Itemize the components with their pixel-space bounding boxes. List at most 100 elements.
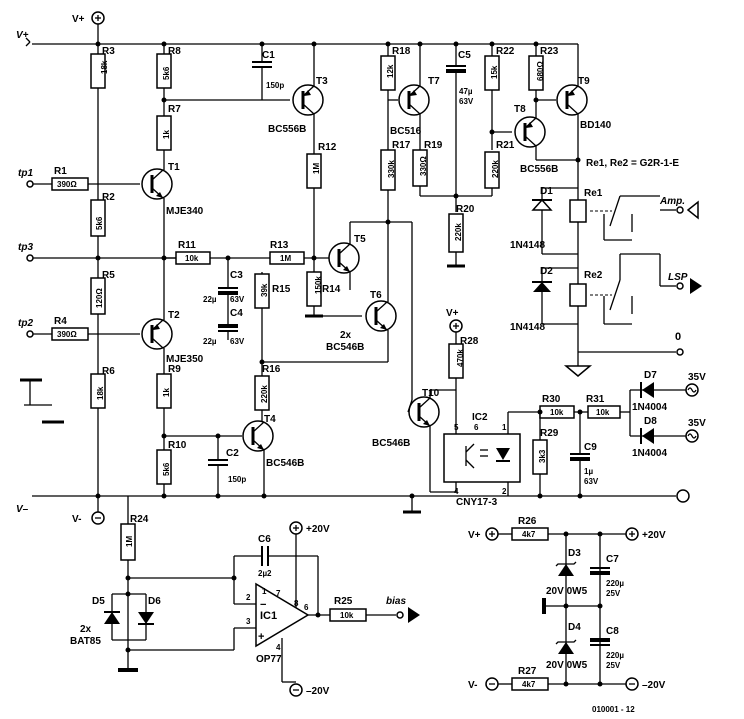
- bias-output[interactable]: bias: [366, 596, 420, 623]
- svg-text:18k: 18k: [100, 60, 109, 74]
- svg-text:10k: 10k: [596, 408, 610, 417]
- svg-text:2x: 2x: [340, 330, 352, 341]
- svg-text:R3: R3: [102, 46, 115, 57]
- test-point-tp2[interactable]: tp2 390Ω R4: [18, 316, 140, 341]
- svg-text:T3: T3: [316, 76, 328, 87]
- svg-text:Amp.: Amp.: [659, 196, 685, 207]
- relay-re2-coil: [569, 283, 587, 307]
- svg-text:R6: R6: [102, 366, 115, 377]
- ground-symbol: [563, 365, 593, 377]
- capacitor-c4: C4 22µ 63V: [203, 293, 245, 346]
- svg-text:6: 6: [474, 423, 479, 432]
- svg-text:6: 6: [304, 603, 309, 612]
- transistor-t2: [140, 317, 174, 351]
- svg-text:V+: V+: [468, 530, 481, 541]
- svg-text:V-: V-: [72, 514, 81, 525]
- transistor-t3: [291, 83, 325, 117]
- svg-text:IC1: IC1: [260, 610, 277, 622]
- svg-text:R4: R4: [54, 316, 67, 327]
- svg-text:220µ: 220µ: [606, 651, 624, 660]
- svg-text:T6: T6: [370, 290, 382, 301]
- svg-text:63V: 63V: [584, 477, 599, 486]
- svg-text:63V: 63V: [230, 337, 245, 346]
- svg-text:Re1, Re2 = G2R-1-E: Re1, Re2 = G2R-1-E: [586, 158, 679, 169]
- resistor-r8: [156, 53, 172, 89]
- resistor-r15: [254, 273, 270, 309]
- svg-text:20V 0W5: 20V 0W5: [546, 586, 588, 597]
- diode-d2: D2: [532, 266, 553, 324]
- test-point-tp1[interactable]: tp1 390Ω R1: [18, 166, 140, 191]
- capacitor-c8: C8 220µ 25V: [590, 626, 624, 670]
- svg-text:D2: D2: [540, 266, 553, 277]
- svg-text:R5: R5: [102, 270, 115, 281]
- svg-text:R2: R2: [102, 192, 115, 203]
- svg-text:1k: 1k: [162, 388, 171, 397]
- resistor-r10: [156, 449, 172, 485]
- svg-text:35V: 35V: [688, 418, 706, 429]
- svg-text:18k: 18k: [96, 386, 105, 400]
- svg-text:LSP: LSP: [668, 272, 688, 283]
- svg-text:T4: T4: [264, 414, 276, 425]
- diode-d5: D5: [92, 594, 120, 640]
- svg-text:C2: C2: [226, 448, 239, 459]
- svg-text:BC556B: BC556B: [520, 164, 558, 175]
- svg-text:1N4004: 1N4004: [632, 402, 667, 413]
- transistor-t1: [140, 167, 174, 201]
- svg-text:D3: D3: [568, 548, 581, 559]
- svg-text:220k: 220k: [491, 160, 500, 178]
- svg-text:150p: 150p: [266, 81, 284, 90]
- svg-text:R27: R27: [518, 666, 537, 677]
- svg-text:R22: R22: [496, 46, 515, 57]
- resistor-r7: [156, 115, 172, 151]
- transistor-t7: [397, 83, 431, 117]
- svg-text:R25: R25: [334, 596, 353, 607]
- relay-re2-contact: [603, 253, 661, 325]
- svg-text:T9: T9: [578, 76, 590, 87]
- v-plus-rail: V+: [16, 30, 570, 47]
- svg-text:C4: C4: [230, 308, 243, 319]
- v-minus-rail-label: V–: [16, 504, 29, 515]
- svg-text:2µ2: 2µ2: [258, 569, 272, 578]
- svg-text:3: 3: [246, 617, 251, 626]
- test-point-tp3[interactable]: tp3: [18, 242, 176, 262]
- svg-text:–20V: –20V: [642, 680, 666, 691]
- svg-text:330k: 330k: [387, 160, 396, 178]
- svg-text:R7: R7: [168, 104, 181, 115]
- svg-text:tp2: tp2: [18, 318, 33, 329]
- svg-text:Re2: Re2: [584, 270, 603, 281]
- transistor-t8: [513, 115, 547, 149]
- ac-input-2: 35V: [685, 418, 706, 443]
- svg-text:5k6: 5k6: [162, 462, 171, 476]
- lsp-output[interactable]: LSP: [660, 272, 702, 294]
- svg-text:390Ω: 390Ω: [57, 180, 77, 189]
- svg-text:C1: C1: [262, 50, 275, 61]
- svg-text:R8: R8: [168, 46, 181, 57]
- svg-text:R1: R1: [54, 166, 67, 177]
- svg-text:390Ω: 390Ω: [57, 330, 77, 339]
- svg-text:5: 5: [454, 423, 459, 432]
- svg-text:R12: R12: [318, 142, 337, 153]
- r26-supply: V+ 4k7 R26 +20V: [468, 516, 666, 541]
- transistor-t6: [364, 299, 398, 333]
- svg-text:15k: 15k: [490, 65, 499, 79]
- svg-text:120Ω: 120Ω: [95, 288, 104, 308]
- svg-text:R21: R21: [496, 140, 515, 151]
- transistor-t10: [407, 395, 441, 429]
- svg-text:680Ω: 680Ω: [536, 61, 545, 81]
- svg-text:C8: C8: [606, 626, 619, 637]
- svg-text:4: 4: [276, 643, 281, 652]
- svg-text:Re1: Re1: [584, 188, 603, 199]
- svg-text:25V: 25V: [606, 589, 621, 598]
- svg-text:C6: C6: [258, 534, 271, 545]
- zero-label: 0: [675, 331, 681, 343]
- svg-text:R26: R26: [518, 516, 537, 527]
- svg-text:2x: 2x: [80, 624, 92, 635]
- svg-text:BC546B: BC546B: [326, 342, 364, 353]
- svg-text:T7: T7: [428, 76, 440, 87]
- ac-input-1: 35V: [685, 372, 706, 397]
- svg-text:BAT85: BAT85: [70, 636, 101, 647]
- capacitor-c9: C9 1µ 63V: [570, 412, 599, 496]
- amp-output[interactable]: Amp.: [659, 196, 699, 220]
- svg-text:BC546B: BC546B: [266, 458, 304, 469]
- svg-text:D7: D7: [644, 370, 657, 381]
